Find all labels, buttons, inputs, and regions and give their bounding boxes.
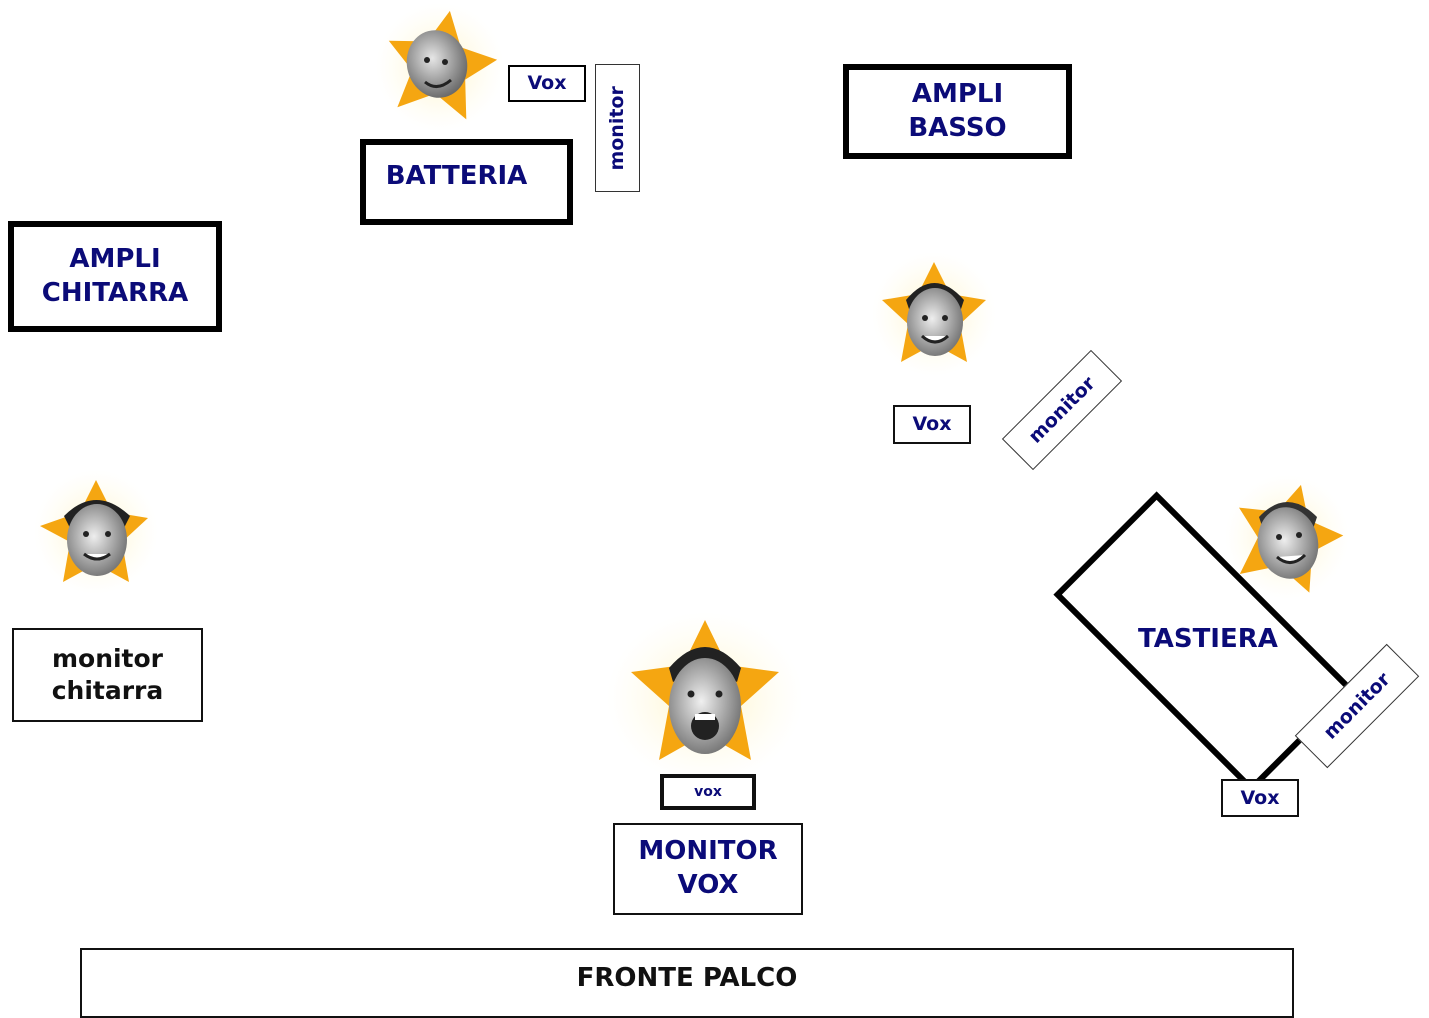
- bass-monitor-label: monitor: [1024, 372, 1100, 448]
- drum-monitor-label: monitor: [606, 85, 629, 171]
- guitar-amp-box: AMPLI CHITARRA: [8, 221, 222, 332]
- bass-amp-line1: AMPLI: [911, 78, 1004, 109]
- drum-vox-mic: Vox: [508, 65, 586, 102]
- bass-amp-line2: BASSO: [908, 112, 1007, 143]
- lead-monitor-box: MONITOR VOX: [613, 823, 803, 915]
- keyboard-label: TASTIERA: [1138, 624, 1278, 654]
- bass-amp-box: AMPLI BASSO: [843, 64, 1072, 159]
- keyboard-vox-mic: Vox: [1221, 779, 1299, 817]
- keyboardist-star-icon: [1225, 475, 1349, 599]
- stage-front: FRONTE PALCO: [80, 948, 1294, 1018]
- drum-monitor: monitor: [595, 64, 640, 192]
- guitar-monitor-line1: monitor: [51, 643, 164, 673]
- guitar-monitor-line2: chitarra: [51, 676, 164, 705]
- bassist-performer: [872, 252, 997, 377]
- guitarist-star-icon: [34, 470, 158, 594]
- lead-vox-label: vox: [694, 783, 722, 800]
- drums-box: BATTERIA: [360, 139, 573, 225]
- bass-vox-mic: Vox: [893, 405, 971, 444]
- bass-vox-label: Vox: [912, 413, 952, 436]
- lead-singer-performer: [605, 610, 805, 785]
- lead-vox-mic: vox: [660, 774, 756, 810]
- lead-monitor-line1: MONITOR: [638, 836, 778, 867]
- keyboardist-performer: [1225, 475, 1350, 600]
- guitar-monitor-box: monitor chitarra: [12, 628, 203, 722]
- guitar-amp-line2: CHITARRA: [41, 277, 189, 308]
- guitarist-performer: [34, 470, 159, 595]
- drum-vox-label: Vox: [527, 72, 567, 95]
- stage-front-label: FRONTE PALCO: [576, 963, 798, 993]
- drummer-star-icon: [376, 3, 504, 131]
- drummer-performer: [375, 2, 505, 132]
- lead-singer-star-icon: [607, 612, 803, 784]
- lead-monitor-line2: VOX: [677, 870, 739, 900]
- bassist-star-icon: [872, 252, 996, 376]
- bass-monitor: monitor: [1001, 349, 1123, 471]
- drums-label: BATTERIA: [385, 161, 528, 191]
- guitar-amp-line1: AMPLI: [69, 243, 161, 274]
- keyboard-vox-label: Vox: [1240, 786, 1280, 809]
